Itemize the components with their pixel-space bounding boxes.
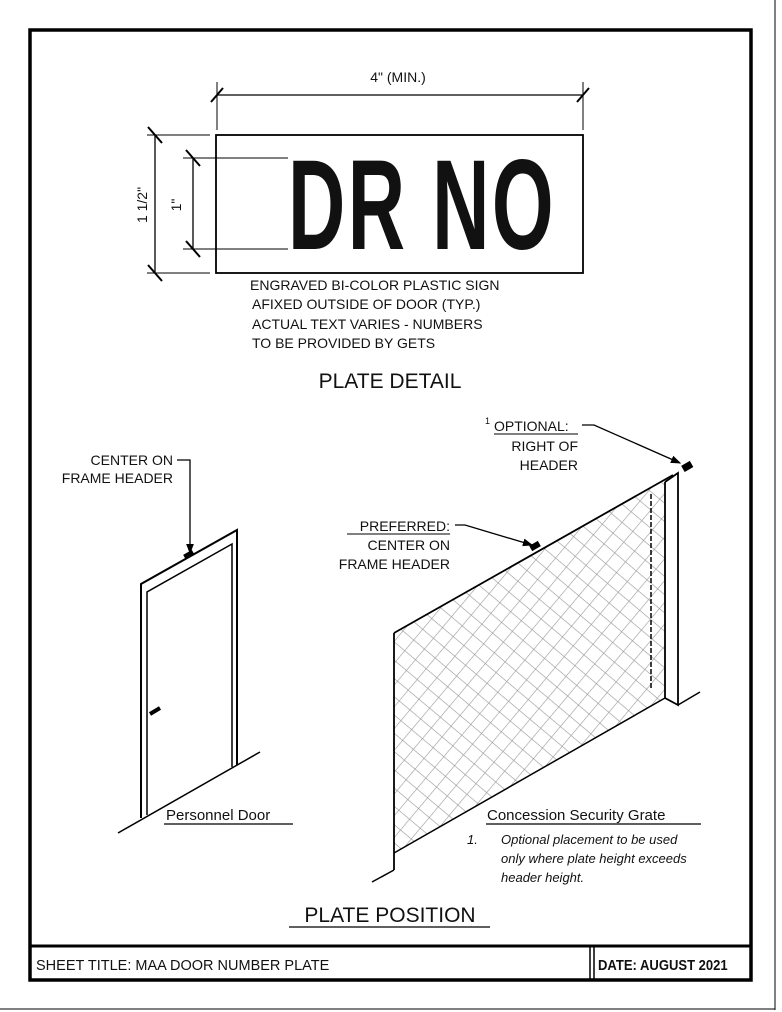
- plate-detail-title: PLATE DETAIL: [319, 370, 462, 393]
- preferred-callout-line: CENTER ON: [368, 537, 450, 553]
- text-height-dimension-label: 1": [168, 199, 184, 212]
- plate-sign-text: DR NO: [288, 134, 556, 277]
- door-frame-inner: [146, 542, 233, 815]
- sheet-title: SHEET TITLE: MAA DOOR NUMBER PLATE: [36, 958, 330, 974]
- grate-label: Concession Security Grate: [487, 807, 665, 824]
- door-label: Personnel Door: [166, 807, 270, 824]
- plate-position-title: PLATE POSITION: [304, 904, 475, 927]
- optional-plate-marker: [681, 460, 694, 472]
- door-leader-arrow: [177, 459, 194, 555]
- note-line: header height.: [501, 870, 584, 885]
- plate-outline: [215, 134, 584, 274]
- plate-note-line: ACTUAL TEXT VARIES - NUMBERS: [252, 316, 483, 332]
- preferred-leader-arrow: [455, 524, 534, 547]
- plate-detail: 4" (MIN.) DR NO 1 1/2" 1" ENGRAVED BI-CO…: [134, 69, 590, 393]
- note-line: Optional placement to be used: [501, 832, 678, 847]
- sheet-date: DATE: AUGUST 2021: [598, 957, 728, 973]
- height-dimension-label: 1 1/2": [134, 187, 150, 223]
- door-callout-line: CENTER ON: [91, 452, 173, 468]
- optional-callout-title: OPTIONAL:: [494, 418, 569, 434]
- note-number: 1.: [467, 832, 478, 847]
- grate-post: [664, 471, 679, 707]
- door-floor-line: [117, 751, 261, 834]
- personnel-door-illustration: CENTER ON FRAME HEADER Personnel Door: [62, 452, 293, 834]
- optional-callout-line: RIGHT OF: [511, 438, 578, 454]
- plate-note-line: AFIXED OUTSIDE OF DOOR (TYP.): [252, 296, 480, 312]
- optional-callout-line: HEADER: [520, 457, 578, 473]
- sheet-frame: [28, 28, 753, 982]
- note-line: only where plate height exceeds: [501, 851, 687, 866]
- door-handle: [148, 706, 162, 716]
- preferred-callout-line: FRAME HEADER: [339, 556, 450, 572]
- preferred-callout-title: PREFERRED:: [360, 518, 450, 534]
- door-frame-outer: [140, 528, 238, 818]
- title-block: SHEET TITLE: MAA DOOR NUMBER PLATE DATE:…: [30, 944, 751, 980]
- door-plate-marker: [183, 549, 195, 560]
- plate-note-line: ENGRAVED BI-COLOR PLASTIC SIGN: [250, 277, 499, 293]
- optional-leader-arrow: [582, 424, 682, 464]
- width-dimension-label: 4" (MIN.): [370, 69, 426, 85]
- security-grate-illustration: 1 OPTIONAL: RIGHT OF HEADER PREFERRED: C…: [339, 416, 701, 885]
- plate-note-line: TO BE PROVIDED BY GETS: [252, 335, 435, 351]
- preferred-plate-marker: [529, 540, 541, 552]
- door-callout-line: FRAME HEADER: [62, 470, 173, 486]
- grate-mesh: [394, 480, 665, 853]
- optional-footnote-marker: 1: [485, 416, 490, 426]
